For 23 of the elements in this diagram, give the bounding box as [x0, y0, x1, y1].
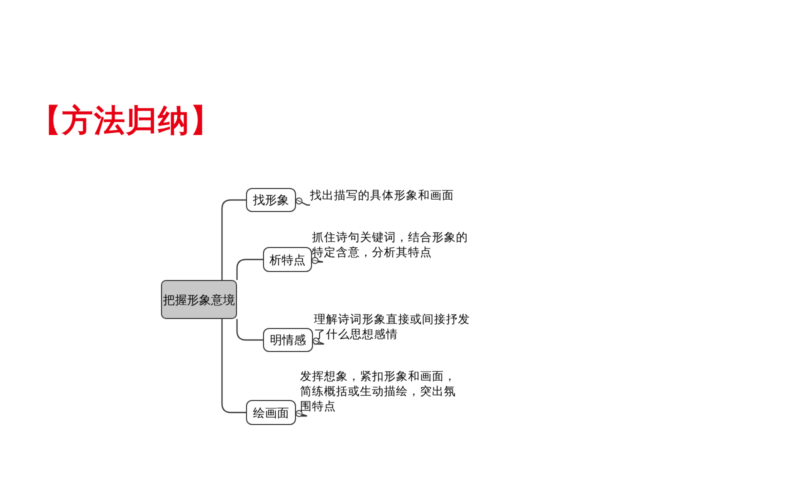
central-topic: [161, 280, 237, 319]
topic-text: 绘画面: [253, 404, 289, 422]
connector: [296, 410, 308, 417]
connector: [221, 199, 246, 280]
subtopic-box: [246, 400, 296, 425]
topic-text: 明情感: [270, 332, 306, 349]
connector: [236, 319, 263, 341]
subtopic-box: [246, 188, 296, 212]
topic-text: 找形象: [253, 192, 289, 209]
heading: 【方法归纳】: [30, 102, 222, 140]
note-text: 发挥想象，紧扣形象和画面，简练概括或生动描绘，突出氛围特点: [300, 370, 457, 415]
note-text: 抓住诗句关键词，结合形象的特定含意，分析其特点: [312, 231, 469, 261]
subtopic-box: [263, 247, 312, 272]
topic-text: 析特点: [270, 252, 306, 268]
connector: [221, 319, 246, 414]
subtopic-box: [263, 328, 313, 352]
connector: [296, 198, 310, 206]
note-text: 找出描写的具体形象和画面: [310, 189, 455, 204]
topic-text: 把握形象意境: [163, 292, 235, 308]
connector: [312, 257, 324, 264]
connector: [236, 258, 263, 280]
connector: [312, 338, 325, 345]
note-text: 理解诗词形象直接或间接抒发了什么思想感情: [314, 313, 471, 343]
